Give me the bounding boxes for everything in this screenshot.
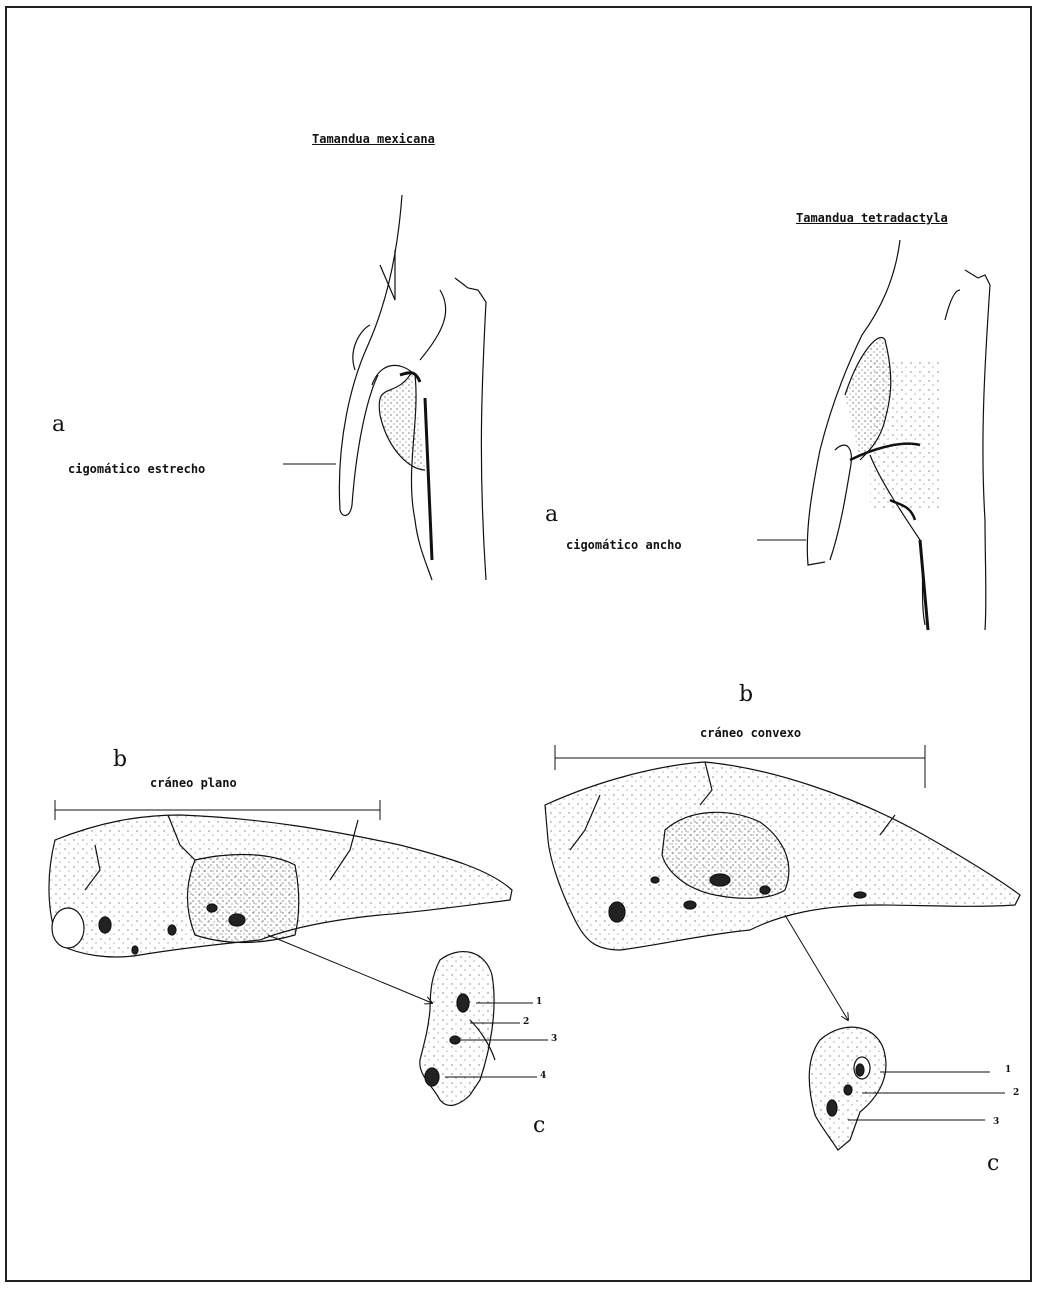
species-title-left: Tamandua mexicana (312, 132, 435, 146)
detail-number-left-2: 2 (523, 1017, 529, 1027)
detail-letter-right: c (987, 1151, 999, 1176)
species-title-right: Tamandua tetradactyla (796, 211, 948, 225)
flat-skull-drawing (49, 815, 512, 957)
skull-label-convex: cráneo convexo (700, 726, 801, 740)
zygomatic-narrow-drawing (339, 195, 486, 580)
zygomatic-label-wide: cigomático ancho (566, 538, 682, 552)
zygomatic-letter-left: a (52, 412, 65, 437)
zygomatic-label-narrow: cigomático estrecho (68, 462, 205, 476)
detail-number-left-4: 4 (540, 1071, 546, 1081)
convex-skull-drawing (545, 762, 1020, 950)
ear-detail-left-drawing (420, 952, 495, 1106)
detail-number-right-3: 3 (993, 1117, 999, 1127)
ear-detail-right-drawing (809, 1027, 886, 1150)
zygomatic-letter-right: a (545, 502, 558, 527)
skull-letter-right: b (739, 682, 753, 707)
detail-number-left-1: 1 (536, 997, 542, 1007)
arrow-to-detail-right (785, 915, 848, 1020)
zygomatic-wide-drawing (807, 240, 990, 630)
skull-label-flat: cráneo plano (150, 776, 237, 790)
detail-letter-left: c (533, 1113, 545, 1138)
detail-number-right-2: 2 (1013, 1088, 1019, 1098)
arrow-to-detail-left (268, 935, 432, 1003)
skull-letter-left: b (113, 747, 127, 772)
detail-number-left-3: 3 (551, 1034, 557, 1044)
detail-number-right-1: 1 (1005, 1065, 1011, 1075)
